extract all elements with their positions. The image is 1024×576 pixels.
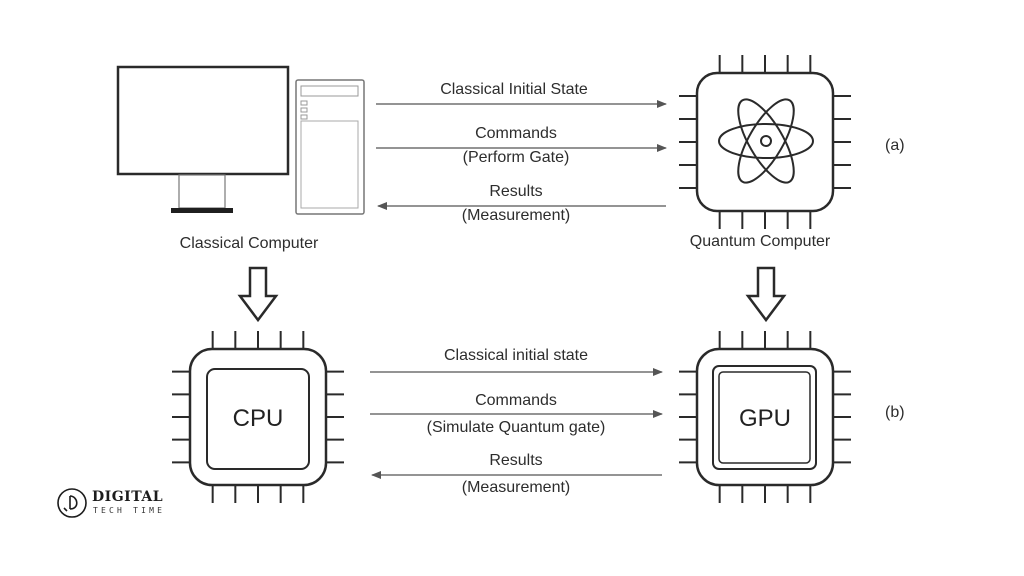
logo-main-text: DIGITAL: [92, 489, 164, 505]
label-results-b: Results: [489, 452, 543, 469]
quantum-chip-icon: [679, 55, 851, 229]
label-classical-initial-state: Classical Initial State: [440, 81, 588, 98]
down-arrow-icon-right: [745, 266, 787, 323]
label-measurement-a: (Measurement): [461, 207, 571, 224]
label-measurement-b: (Measurement): [461, 479, 571, 496]
classical-computer-label: Classical Computer: [179, 235, 319, 252]
cpu-label: CPU: [232, 405, 284, 432]
digital-tech-time-logo-icon: [57, 488, 87, 518]
monitor-icon: [116, 65, 290, 213]
row-tag-a: (a): [885, 137, 905, 154]
logo-sub-text: TECH TIME: [93, 506, 166, 515]
label-commands-b: Commands: [475, 392, 557, 409]
quantum-computer-label: Quantum Computer: [689, 233, 831, 250]
down-arrow-icon-left: [237, 266, 279, 323]
label-perform-gate: (Perform Gate): [462, 149, 570, 166]
label-simulate-quantum-gate: (Simulate Quantum gate): [426, 419, 606, 436]
gpu-chip-icon: [679, 331, 851, 503]
label-commands-a: Commands: [475, 125, 557, 142]
gpu-label: GPU: [738, 405, 792, 432]
row-tag-b: (b): [885, 404, 905, 421]
pc-tower-icon: [295, 79, 365, 215]
atom-icon: [718, 98, 814, 184]
label-results-a: Results: [489, 183, 543, 200]
label-classical-initial-state-b: Classical initial state: [443, 347, 589, 364]
cpu-chip-icon: [172, 331, 344, 503]
